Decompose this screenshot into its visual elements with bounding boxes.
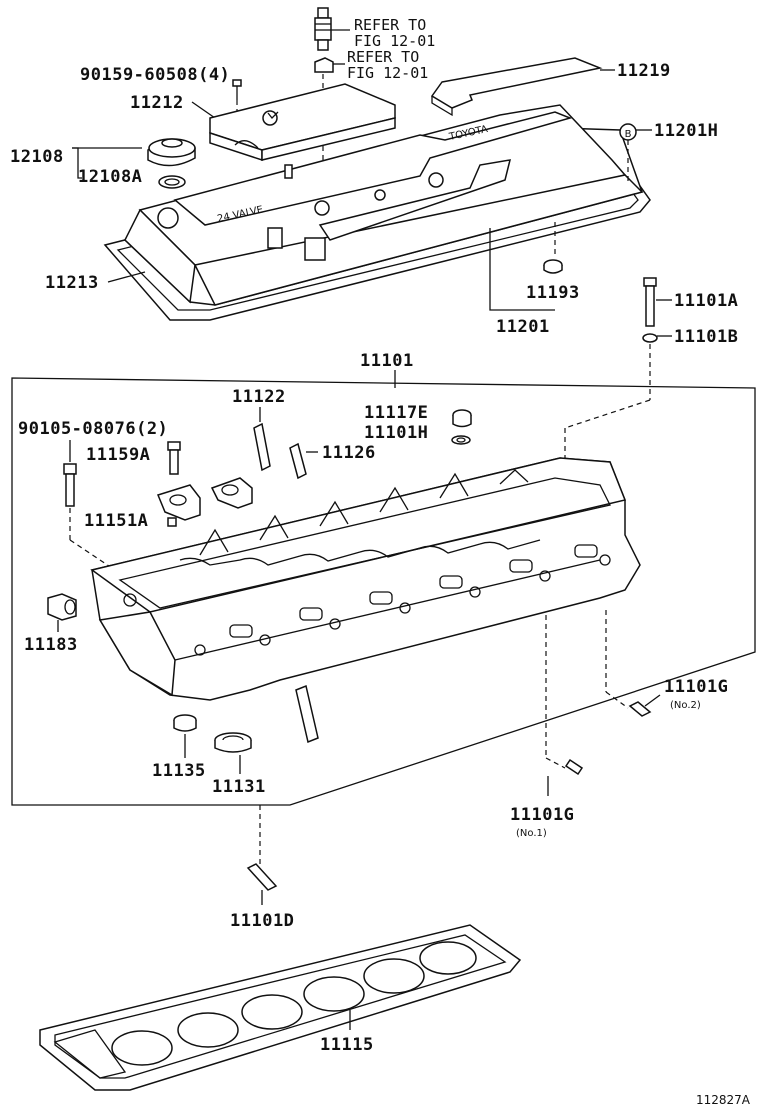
assembly-outline-11101 xyxy=(11,377,756,806)
label-11101G-no2: 11101G xyxy=(664,677,728,697)
label-11213: 11213 xyxy=(45,273,99,293)
label-11131: 11131 xyxy=(212,777,266,797)
valve-guide xyxy=(295,684,319,744)
label-90159-60508: 90159-60508(4) xyxy=(80,65,230,85)
label-11201H: 11201H xyxy=(654,121,718,141)
label-11101: 11101 xyxy=(360,351,414,371)
label-90105-08076: 90105-08076(2) xyxy=(18,419,168,439)
stud-11101D: 11101D xyxy=(230,805,294,931)
bracket-11219: 11219 xyxy=(430,57,671,117)
label-11219: 11219 xyxy=(617,61,671,81)
bolt-11159A: 11159A xyxy=(86,441,181,475)
plate-11212: 11212 xyxy=(130,83,396,162)
label-11212: 11212 xyxy=(130,93,184,113)
spark-plug-reference: REFER TO FIG 12-01 REFER TO FIG 12-01 xyxy=(314,7,435,200)
label-11101G-no1: 11101G xyxy=(510,805,574,825)
figure-id: 112827A xyxy=(696,1093,751,1107)
label-no1: (No.1) xyxy=(516,828,547,839)
grommet-11193: 11193 xyxy=(526,222,580,303)
screw-90159: 90159-60508(4) xyxy=(80,65,242,118)
label-11151A: 11151A xyxy=(84,511,148,531)
label-11101H: 11101H xyxy=(364,423,428,443)
refer-to-label-2: REFER TO xyxy=(347,48,419,66)
cylinder-head-11101 xyxy=(90,457,641,701)
pin-11126: 11126 xyxy=(289,442,376,480)
label-11101A: 11101A xyxy=(674,291,738,311)
bolt-11101A: 11101A 11101B xyxy=(564,277,738,468)
label-11159A: 11159A xyxy=(86,445,150,465)
label-11201: 11201 xyxy=(496,317,550,337)
pin-11101G-no1: 11101G (No.1) xyxy=(510,615,584,839)
label-12108A: 12108A xyxy=(78,167,142,187)
label-11101D: 11101D xyxy=(230,911,294,931)
plug-11183: 11183 xyxy=(24,593,78,655)
bolt-90105: 90105-08076(2) xyxy=(18,419,168,581)
refer-to-label-1: REFER TO xyxy=(354,16,426,34)
cap-11151A: 11151A xyxy=(84,477,253,531)
label-11122: 11122 xyxy=(232,387,286,407)
label-11193: 11193 xyxy=(526,283,580,303)
refer-fig-label-1: FIG 12-01 xyxy=(354,32,435,50)
plug-11117E: 11117E 11101H xyxy=(364,403,472,445)
oil-cap-12108: 12108 12108A xyxy=(10,138,196,189)
label-11135: 11135 xyxy=(152,761,206,781)
label-11126: 11126 xyxy=(322,443,376,463)
seal-11135: 11135 xyxy=(152,714,206,781)
pin-11122: 11122 xyxy=(232,387,286,472)
label-12108: 12108 xyxy=(10,147,64,167)
seal-11131: 11131 xyxy=(212,732,266,797)
label-11115: 11115 xyxy=(320,1035,374,1055)
head-gasket-11115: 11115 xyxy=(39,924,522,1091)
label-11101B: 11101B xyxy=(674,327,738,347)
label-no2: (No.2) xyxy=(670,700,701,711)
cylinder-head-cover-11201: TOYOTA 24 VALVE xyxy=(103,104,651,321)
refer-fig-label-2: FIG 12-01 xyxy=(347,64,428,82)
marker-b-text: B xyxy=(625,129,632,140)
label-11183: 11183 xyxy=(24,635,78,655)
pin-11101G-no2: 11101G (No.2) xyxy=(605,610,728,717)
label-11117E: 11117E xyxy=(364,403,428,423)
marker-11201H: B 11201H xyxy=(619,121,718,185)
